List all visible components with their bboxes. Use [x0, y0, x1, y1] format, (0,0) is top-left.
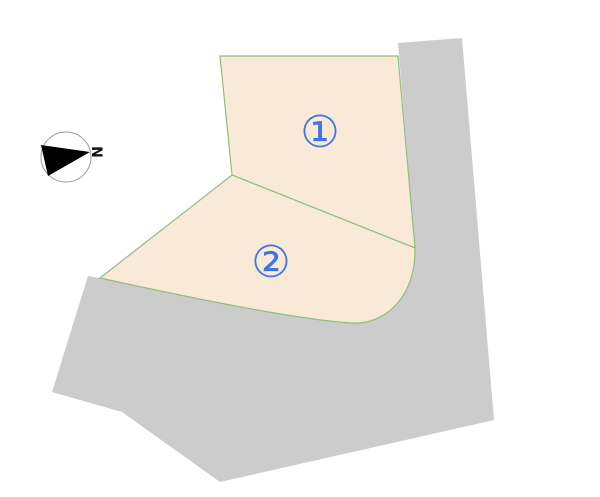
- lot-1-label: ①: [300, 107, 339, 158]
- lot-2-parcel[interactable]: [98, 174, 416, 324]
- road-area: [52, 38, 494, 482]
- lot-2-label: ②: [251, 237, 290, 288]
- north-arrow-icon: N: [40, 131, 104, 183]
- north-letter: N: [88, 146, 104, 158]
